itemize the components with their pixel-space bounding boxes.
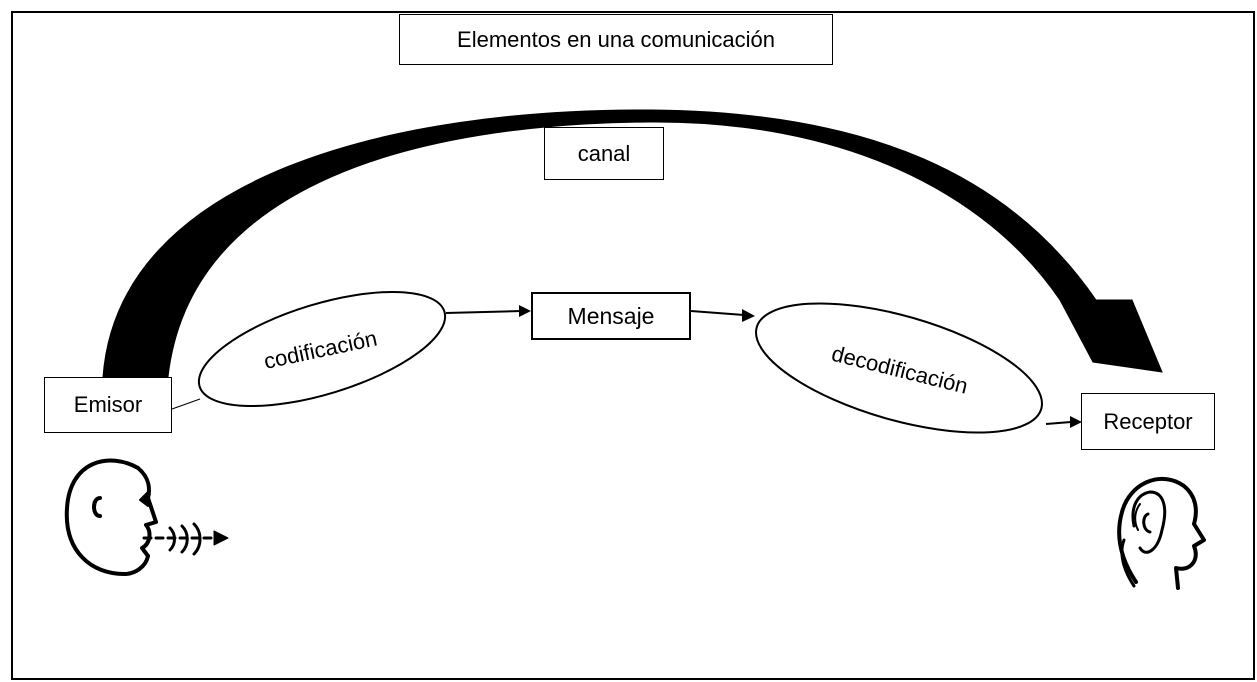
decodificacion-ellipse	[755, 302, 1043, 434]
decodificacion-to-receptor-line	[1045, 421, 1072, 425]
canal-node: canal	[544, 127, 664, 180]
mensaje-to-decodificacion-line	[690, 310, 745, 316]
diagram-title: Elementos en una comunicación	[399, 14, 833, 65]
decodificacion-to-receptor-arrowhead	[1070, 416, 1082, 428]
codificacion-to-mensaje-arrowhead	[519, 305, 531, 317]
emisor-connector	[171, 398, 201, 410]
speaking-head-icon	[64, 458, 229, 576]
emisor-node: Emisor	[44, 377, 172, 433]
mensaje-node: Mensaje	[531, 292, 691, 340]
listening-head-icon	[1117, 476, 1206, 590]
codificacion-to-mensaje-line	[445, 310, 523, 314]
mensaje-to-decodificacion-arrowhead	[742, 309, 755, 322]
canal-arrow	[102, 109, 1163, 378]
codificacion-ellipse	[197, 290, 447, 408]
receptor-node: Receptor	[1081, 393, 1215, 450]
